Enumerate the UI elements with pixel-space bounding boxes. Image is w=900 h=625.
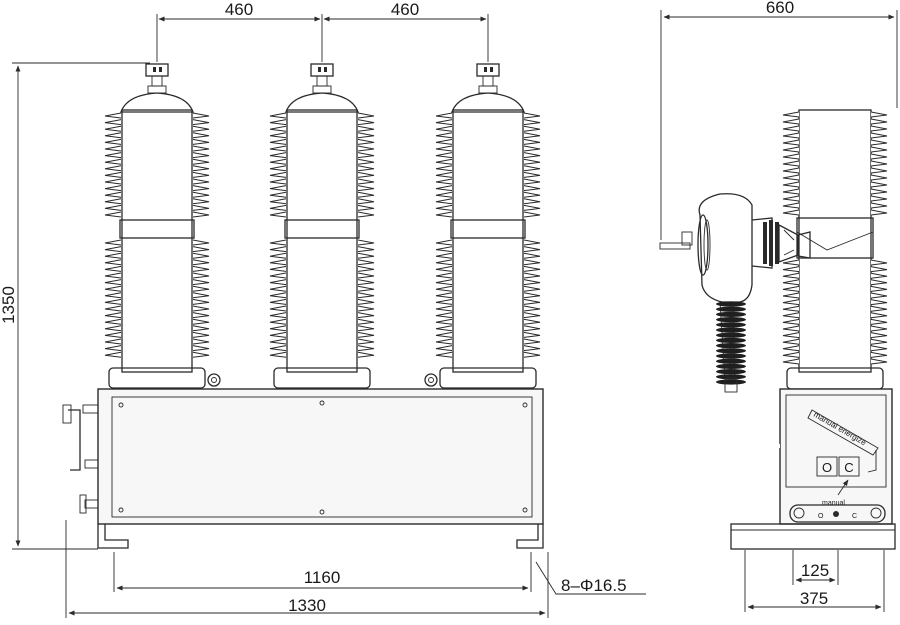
side-view: manual energize O C manual O C xyxy=(659,0,898,612)
lever-left-label: O xyxy=(818,513,824,520)
dim-base-outer: 375 xyxy=(800,589,828,608)
dim-mount-span: 1160 xyxy=(304,568,341,587)
side-base xyxy=(730,523,896,550)
front-dimensions: 460 460 1350 1160 1330 8–Φ16.5 xyxy=(0,0,646,618)
side-bushing-rings xyxy=(763,220,779,266)
ct-bushing xyxy=(716,301,780,448)
side-mechanism-box xyxy=(779,388,893,525)
tank-panel xyxy=(111,396,533,518)
dim-height: 1350 xyxy=(0,286,18,324)
lever-right-label: C xyxy=(852,513,857,520)
indicator-open-label: O xyxy=(822,460,832,475)
manual-label: manual xyxy=(822,500,845,507)
dim-pitch-right: 460 xyxy=(391,0,419,19)
lifting-eye-right xyxy=(424,373,438,387)
side-brackets xyxy=(62,404,99,514)
side-insulator xyxy=(782,109,888,390)
dim-depth: 660 xyxy=(766,0,794,17)
indicator-close-label: C xyxy=(844,460,853,475)
pole-group xyxy=(104,63,541,389)
dim-overall-width: 1330 xyxy=(288,596,326,615)
indicator-close xyxy=(838,456,860,477)
indicator-open xyxy=(816,456,838,477)
lifting-eye-left xyxy=(207,373,221,387)
pole-2 xyxy=(269,63,375,389)
tank-bolts xyxy=(118,400,528,515)
mechanism-tank xyxy=(97,388,544,525)
dim-holes: 8–Φ16.5 xyxy=(561,576,627,595)
manual-lever: O C xyxy=(789,504,886,523)
pole-3 xyxy=(435,63,541,389)
front-view xyxy=(62,63,544,549)
dim-base-inner: 125 xyxy=(801,561,829,580)
side-dimensions: 660 125 375 xyxy=(660,0,898,612)
pole-1 xyxy=(104,63,210,389)
dim-pitch-left: 460 xyxy=(225,0,253,19)
side-bushing xyxy=(659,193,811,303)
mount-feet xyxy=(97,524,544,549)
